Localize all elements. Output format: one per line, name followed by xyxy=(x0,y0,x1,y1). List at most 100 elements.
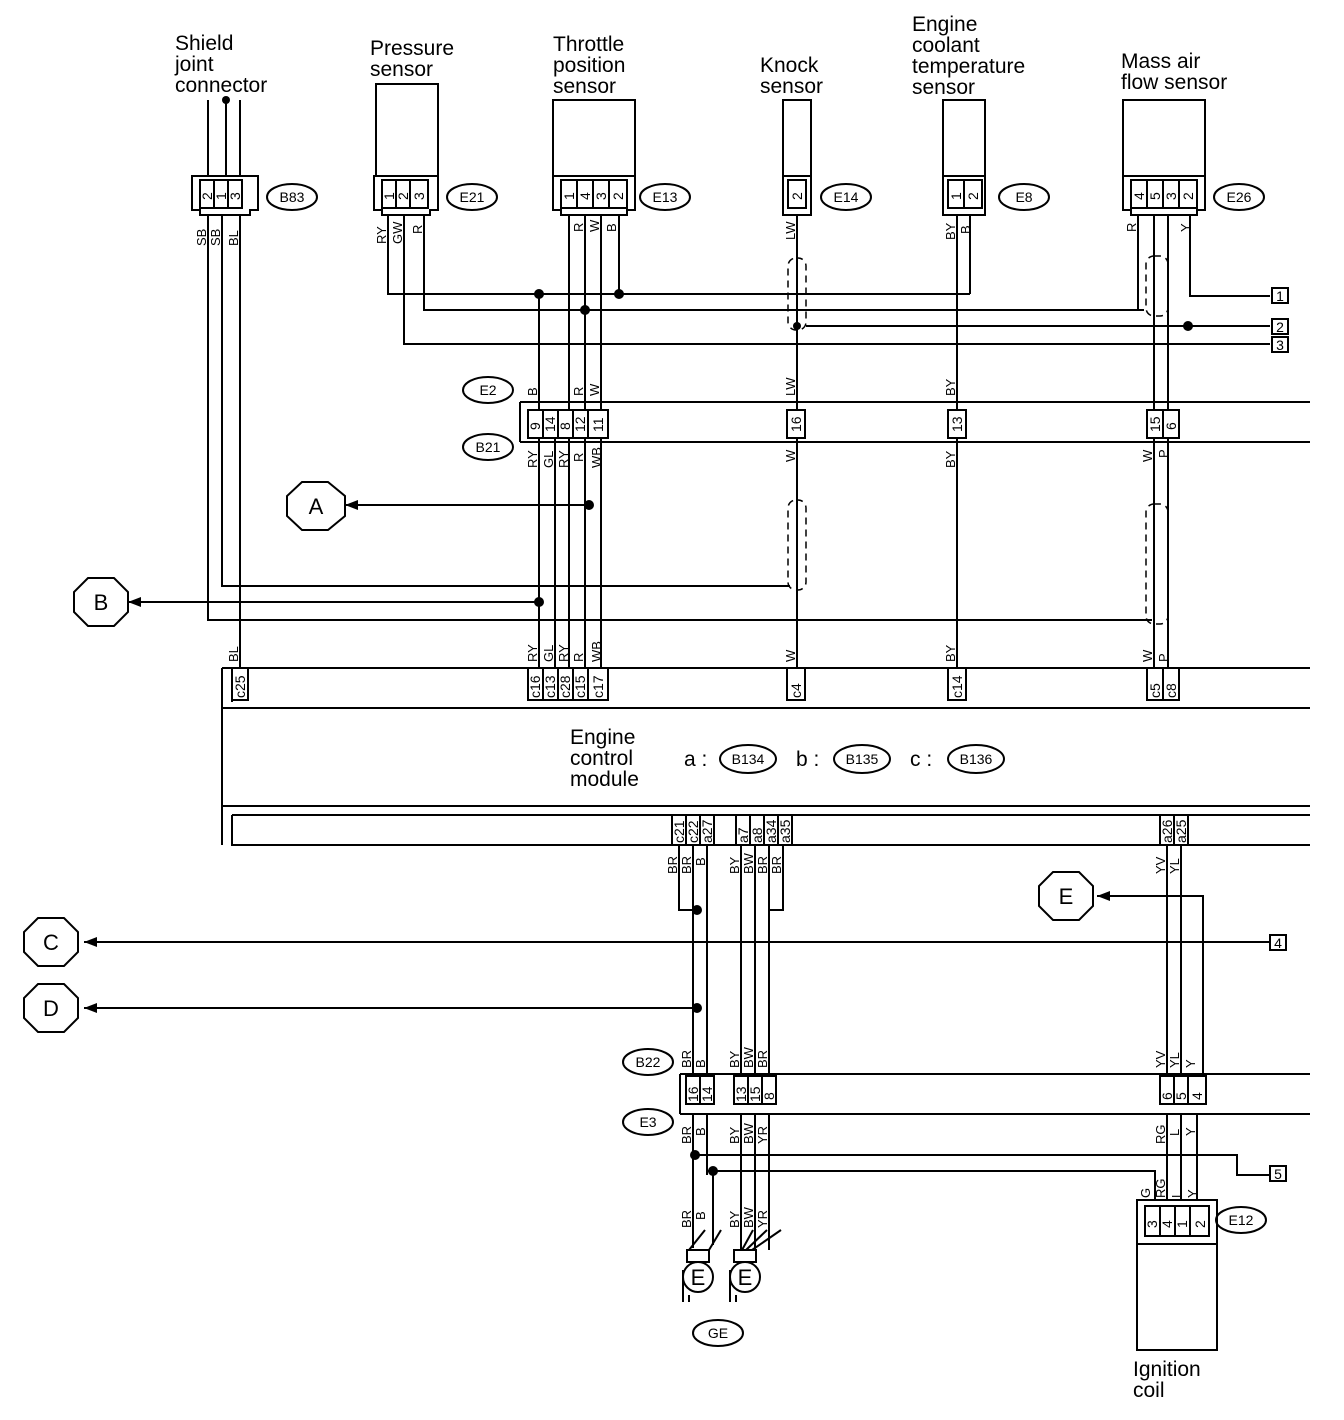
svg-text:3: 3 xyxy=(411,192,427,200)
svg-text:W: W xyxy=(1140,649,1155,662)
svg-text:RG: RG xyxy=(1153,1179,1168,1199)
svg-text:GW: GW xyxy=(390,221,405,244)
svg-text:BY: BY xyxy=(727,1126,742,1144)
svg-text:W: W xyxy=(1140,449,1155,462)
svg-text:W: W xyxy=(587,383,602,396)
svg-text:BR: BR xyxy=(665,856,680,874)
svg-text:9: 9 xyxy=(527,422,543,430)
svg-text:12: 12 xyxy=(572,416,588,432)
e12-connector: 3 4 1 2 xyxy=(1136,1199,1218,1245)
wire-labels-e2: B R W LW BY xyxy=(525,377,958,396)
svg-text:C: C xyxy=(43,930,59,955)
shield-joint-connector xyxy=(191,96,259,216)
svg-text:a26: a26 xyxy=(1159,819,1175,843)
svg-text:Y: Y xyxy=(1185,1189,1200,1198)
wire-labels-e8: BY B xyxy=(943,222,973,240)
svg-text:a7: a7 xyxy=(735,827,751,843)
ecm-top-pins: c16 c13 c28 c15 c17 c25 c4 c14 c5 c8 xyxy=(231,667,1180,701)
wire-labels-ground: BR B BY BW YR xyxy=(679,1206,770,1228)
svg-text:2: 2 xyxy=(965,192,981,200)
svg-text:E13: E13 xyxy=(653,189,678,205)
svg-text:13: 13 xyxy=(949,416,965,432)
svg-text:c22: c22 xyxy=(685,820,701,843)
svg-text:2: 2 xyxy=(199,192,215,200)
e14-connector: 2 xyxy=(782,175,812,216)
svg-text:YL: YL xyxy=(1167,1052,1182,1068)
ground-terminals: E E xyxy=(682,1229,782,1302)
svg-text:BR: BR xyxy=(755,1050,770,1068)
connector-tags: B83 E21 E13 E14 E8 E26 E2 B21 B22 E3 E12… xyxy=(266,183,1267,1347)
svg-text:3: 3 xyxy=(1276,337,1284,353)
svg-text:B21: B21 xyxy=(476,439,501,455)
e21-connector: 1 2 3 xyxy=(373,175,439,216)
wires-lower xyxy=(84,845,1270,1250)
svg-text:YR: YR xyxy=(755,1210,770,1228)
svg-text:c17: c17 xyxy=(590,675,606,698)
coolant-sensor-body xyxy=(942,99,986,177)
svg-text:4: 4 xyxy=(1189,1092,1205,1100)
svg-text:B: B xyxy=(525,387,540,396)
maf-sensor-body xyxy=(1122,99,1206,177)
svg-text:YL: YL xyxy=(1167,858,1182,874)
svg-text:4: 4 xyxy=(1274,935,1282,951)
svg-text:1: 1 xyxy=(381,192,397,200)
svg-text:c14: c14 xyxy=(949,675,965,698)
svg-text:16: 16 xyxy=(788,416,804,432)
svg-text:W: W xyxy=(783,449,798,462)
svg-text:BL: BL xyxy=(226,230,241,246)
svg-text:c :: c : xyxy=(910,748,932,771)
svg-text:2: 2 xyxy=(610,192,626,200)
svg-text:a25: a25 xyxy=(1173,819,1189,843)
svg-text:1: 1 xyxy=(561,192,577,200)
svg-text:BW: BW xyxy=(741,1046,756,1068)
numbered-terminals: 1 2 3 4 5 xyxy=(1269,287,1289,1182)
svg-text:b :: b : xyxy=(796,748,819,771)
svg-text:a34: a34 xyxy=(763,819,779,843)
svg-text:RY: RY xyxy=(525,450,540,468)
svg-text:6: 6 xyxy=(1163,422,1179,430)
wire-labels-e3: BR B BY BW YR RG L Y xyxy=(679,1122,1198,1144)
wire-labels-ecm-bottom: BR BR B BY BW BR BR YV YL xyxy=(665,852,1182,874)
svg-text:BR: BR xyxy=(679,1050,694,1068)
svg-text:B135: B135 xyxy=(846,751,879,767)
offpage-a: A xyxy=(286,481,346,531)
svg-text:5: 5 xyxy=(1274,1166,1282,1182)
svg-text:2: 2 xyxy=(1192,1220,1208,1228)
svg-text:15: 15 xyxy=(1147,416,1163,432)
svg-text:GE: GE xyxy=(708,1325,728,1341)
svg-text:E2: E2 xyxy=(479,382,496,398)
svg-text:YV: YV xyxy=(1153,1050,1168,1068)
svg-text:BY: BY xyxy=(727,1210,742,1228)
svg-text:RY: RY xyxy=(556,450,571,468)
svg-text:2: 2 xyxy=(1276,319,1284,335)
wire-labels-e13: R W B xyxy=(571,219,619,232)
svg-text:B: B xyxy=(693,857,708,866)
knock-sensor-body xyxy=(782,99,812,177)
ecm-bottom-pins: c21 c22 a27 a7 a8 a34 a35 a26 a25 xyxy=(671,814,1189,846)
svg-text:WB: WB xyxy=(589,447,604,468)
offpage-b: B xyxy=(73,577,129,627)
svg-text:SB: SB xyxy=(194,229,209,246)
svg-text:3: 3 xyxy=(1144,1220,1160,1228)
svg-text:8: 8 xyxy=(557,422,573,430)
e2-b21-connector-strip: 9 14 8 12 11 16 13 15 6 xyxy=(519,401,1310,443)
svg-text:E: E xyxy=(1059,884,1074,909)
svg-text:c25: c25 xyxy=(232,675,248,698)
svg-text:R: R xyxy=(410,225,425,234)
svg-text:c15: c15 xyxy=(572,675,588,698)
svg-text:4: 4 xyxy=(1131,192,1147,200)
svg-text:R: R xyxy=(571,387,586,396)
offpage-e: E xyxy=(1038,871,1094,921)
svg-text:L: L xyxy=(1167,1129,1182,1136)
svg-text:YR: YR xyxy=(755,1126,770,1144)
svg-text:E3: E3 xyxy=(639,1114,656,1130)
svg-text:14: 14 xyxy=(699,1086,715,1102)
svg-text:6: 6 xyxy=(1159,1092,1175,1100)
svg-text:BY: BY xyxy=(727,856,742,874)
ecm-references: a : B134 b : B135 c : B136 xyxy=(684,744,1005,774)
svg-text:BY: BY xyxy=(727,1050,742,1068)
